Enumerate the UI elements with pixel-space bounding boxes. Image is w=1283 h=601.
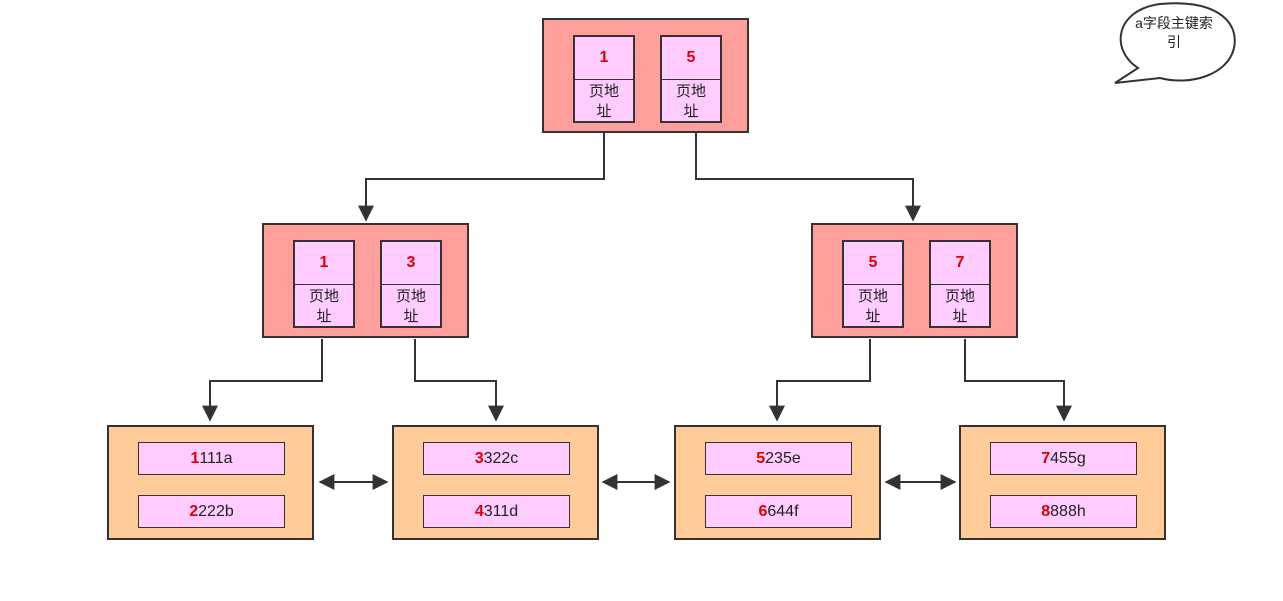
- internal-right-key-2: 7 页地址: [929, 240, 991, 328]
- root-node: 1 页地址 5 页地址: [542, 18, 749, 133]
- speech-bubble: [1114, 2, 1236, 84]
- bubble-line1: a字段主键索: [1135, 15, 1213, 31]
- internal-node-right: 5 页地址 7 页地址: [811, 223, 1018, 338]
- internal-right-key-1: 5 页地址: [842, 240, 904, 328]
- edge-root-right: [695, 132, 921, 222]
- edge-right-leaf3: [769, 339, 871, 422]
- bubble-line2: 引: [1167, 34, 1181, 50]
- page-address-label: 页地址: [857, 288, 888, 325]
- edge-right-leaf4: [964, 339, 1072, 422]
- key-value: 3: [382, 242, 440, 285]
- edge-left-leaf2: [414, 339, 504, 422]
- internal-node-left: 1 页地址 3 页地址: [262, 223, 469, 338]
- key-value: 5: [662, 37, 720, 80]
- internal-left-key-2: 3 页地址: [380, 240, 442, 328]
- bubble-text: a字段主键索 引: [1124, 14, 1224, 52]
- key-value: 1: [295, 242, 353, 285]
- edge-left-leaf1: [202, 339, 323, 422]
- key-value: 5: [844, 242, 902, 285]
- page-address-label: 页地址: [675, 83, 706, 120]
- page-address-label: 页地址: [308, 288, 339, 325]
- internal-left-key-1: 1 页地址: [293, 240, 355, 328]
- page-address-label: 页地址: [395, 288, 426, 325]
- key-value: 1: [575, 37, 633, 80]
- page-address-label: 页地址: [588, 83, 619, 120]
- root-key-2: 5 页地址: [660, 35, 722, 123]
- root-key-1: 1 页地址: [573, 35, 635, 123]
- page-address-label: 页地址: [944, 288, 975, 325]
- edge-root-left: [358, 132, 605, 222]
- key-value: 7: [931, 242, 989, 285]
